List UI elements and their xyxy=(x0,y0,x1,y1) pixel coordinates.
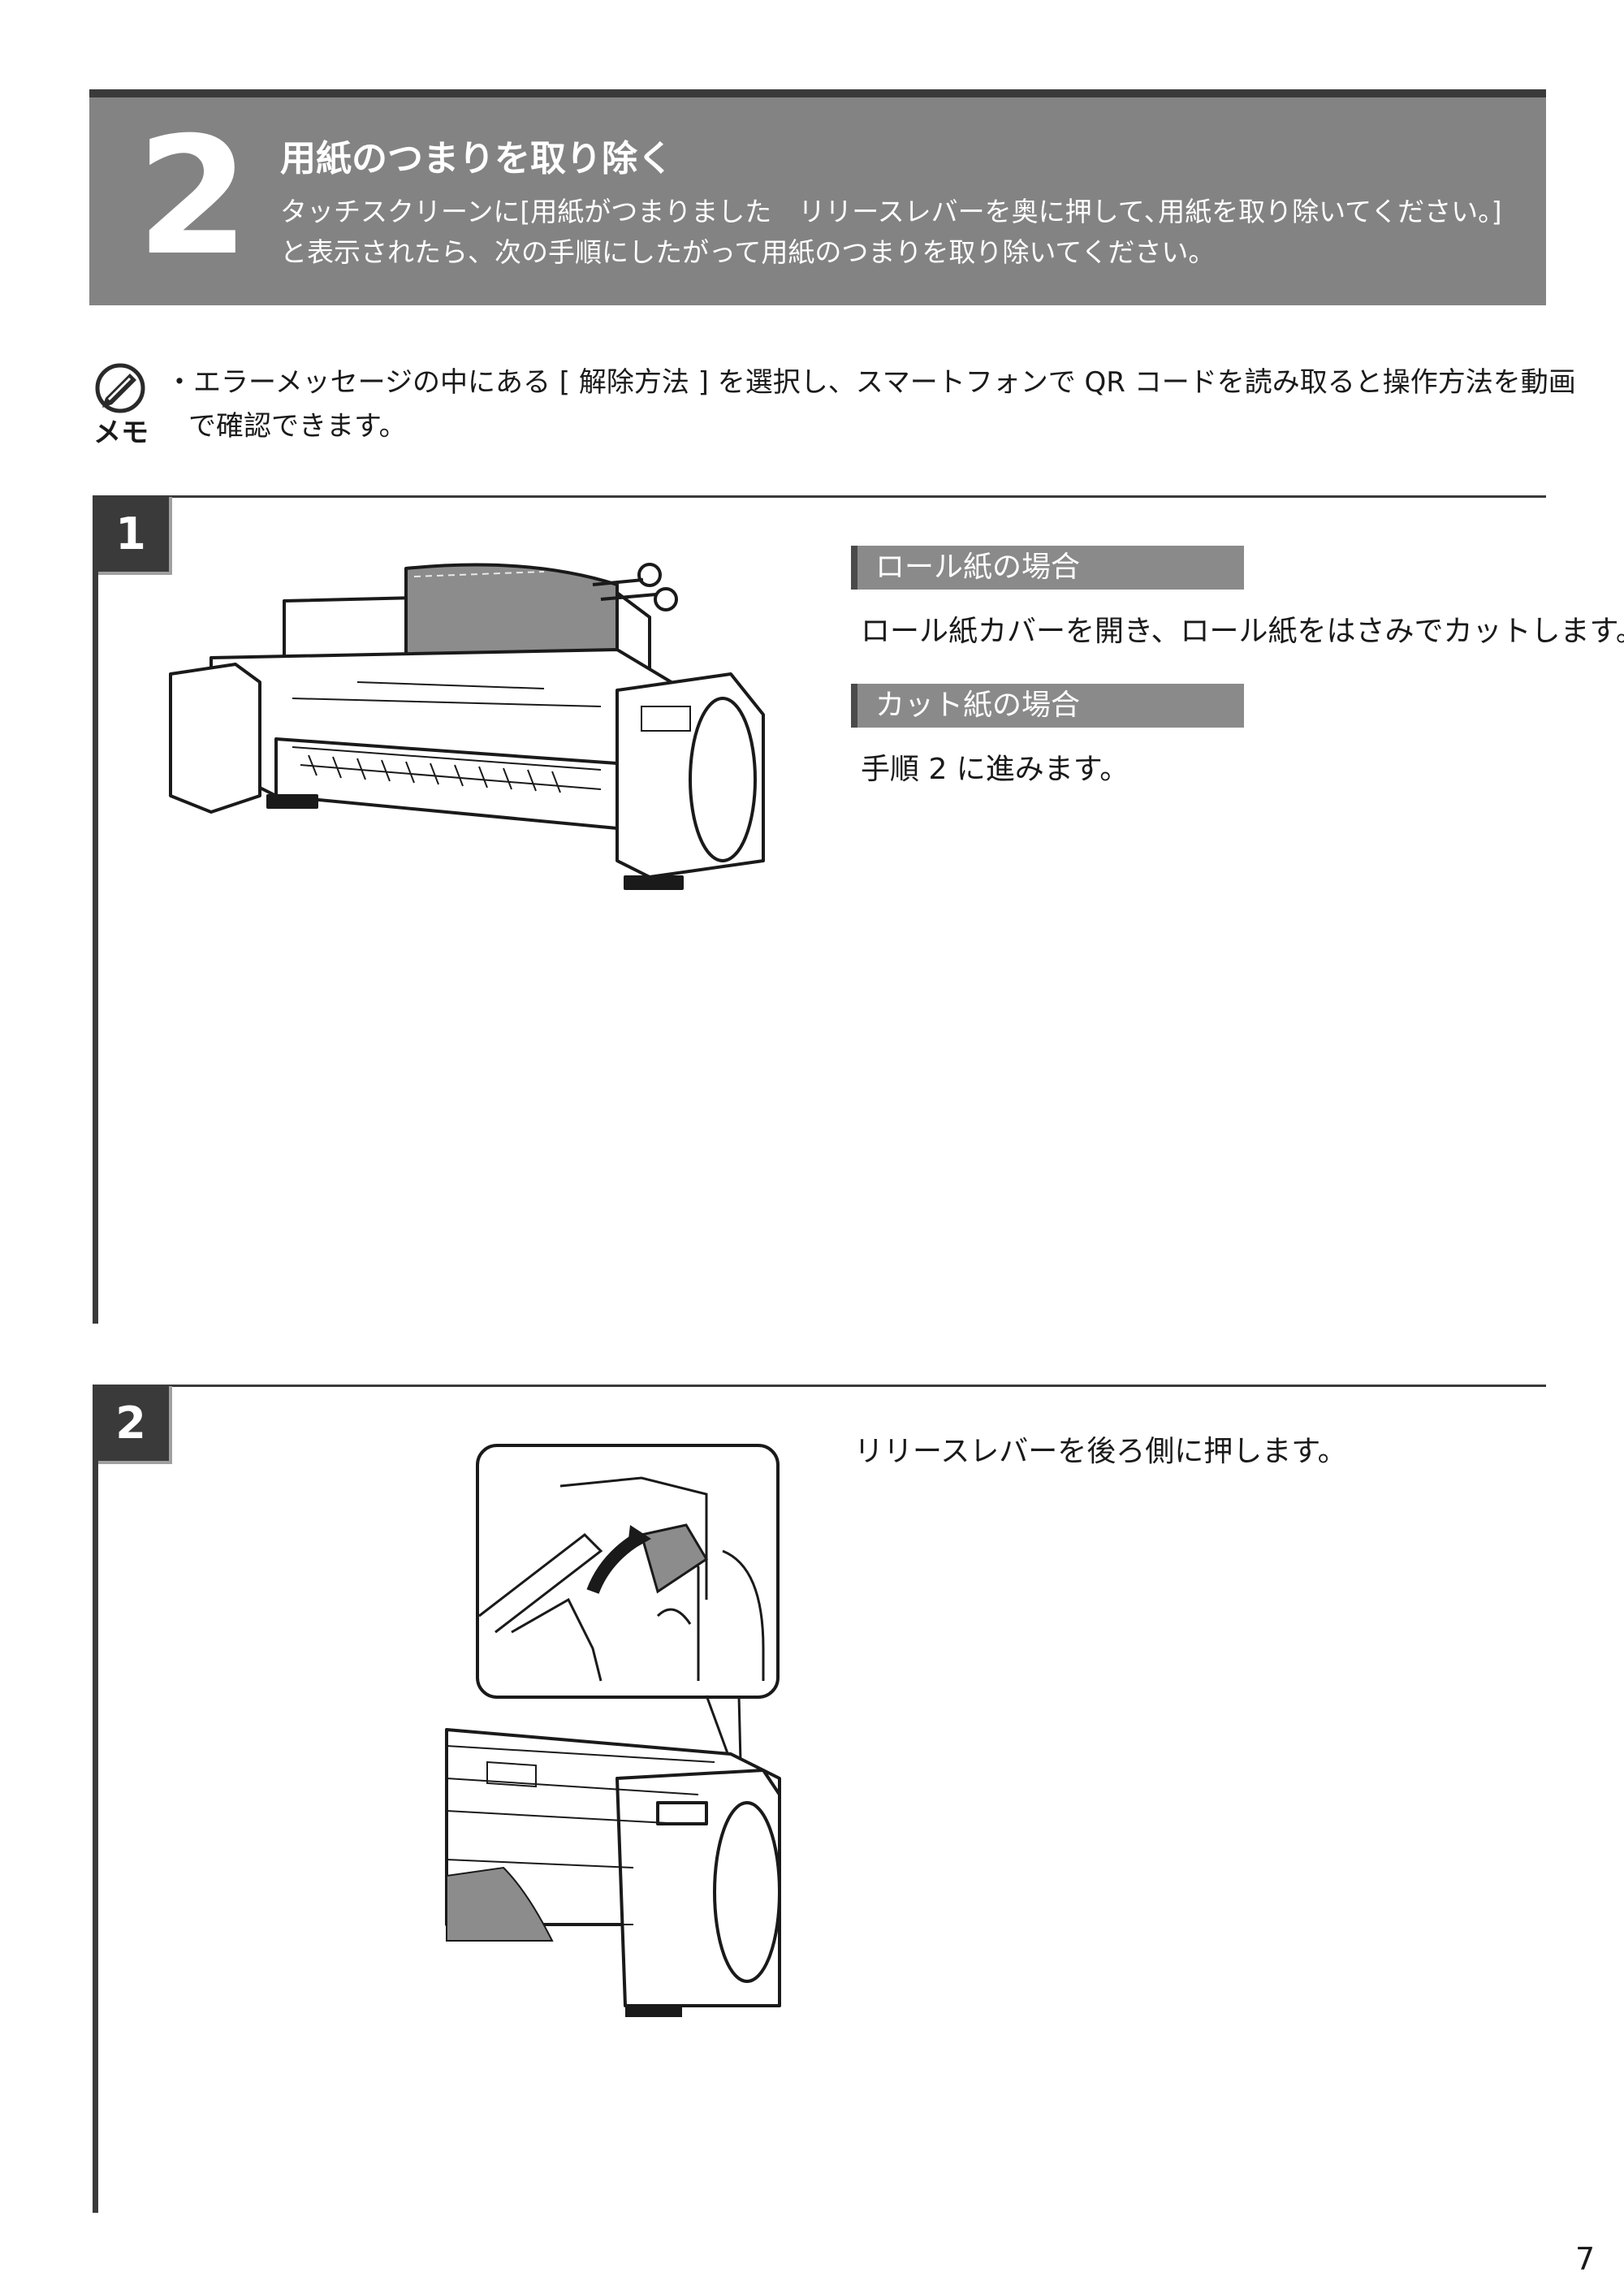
memo-note: ・エラーメッセージの中にある [ 解除方法 ] を選択し、スマートフォンで QR… xyxy=(166,361,1576,448)
cut-sheet-heading: カット紙の場合 xyxy=(851,684,1244,728)
release-lever-instruction: リリースレバーを後ろ側に押します。 xyxy=(854,1435,1347,1468)
step1-rule xyxy=(93,495,1546,498)
section-title: 用紙のつまりを取り除く xyxy=(280,138,673,179)
step2-rule xyxy=(93,1385,1546,1387)
step1-vertical-rule xyxy=(93,568,98,1324)
roll-paper-heading: ロール紙の場合 xyxy=(851,546,1244,590)
section-description: タッチスクリーンに[用紙がつまりました リリースレバーを奥に押して､用紙を取り除… xyxy=(280,192,1501,273)
step2-vertical-rule xyxy=(93,1458,98,2213)
section-number: 2 xyxy=(136,102,250,292)
memo-icon: メモ xyxy=(91,362,151,447)
banner-top-rule xyxy=(89,89,1546,97)
memo-icon-label: メモ xyxy=(93,417,149,447)
release-lever-illustration xyxy=(438,1437,812,2022)
section-description-line1: タッチスクリーンに[用紙がつまりました リリースレバーを奥に押して､用紙を取り除… xyxy=(280,196,1502,227)
cut-sheet-instruction: 手順 2 に進みます。 xyxy=(861,753,1129,786)
step2-badge: 2 xyxy=(93,1386,169,1461)
roll-paper-instruction: ロール紙カバーを開き、ロール紙をはさみでカットします。 xyxy=(861,615,1624,648)
memo-line1: ・エラーメッセージの中にある [ 解除方法 ] を選択し、スマートフォンで QR… xyxy=(166,366,1576,399)
step1-badge: 1 xyxy=(93,497,169,572)
section-banner xyxy=(89,97,1546,305)
page-number: 7 xyxy=(1575,2241,1596,2277)
section-description-line2: と表示されたら、次の手順にしたがって用紙のつまりを取り除いてください。 xyxy=(280,236,1216,268)
printer-roll-cut-illustration xyxy=(162,552,796,893)
memo-line2: で確認できます。 xyxy=(188,410,407,443)
